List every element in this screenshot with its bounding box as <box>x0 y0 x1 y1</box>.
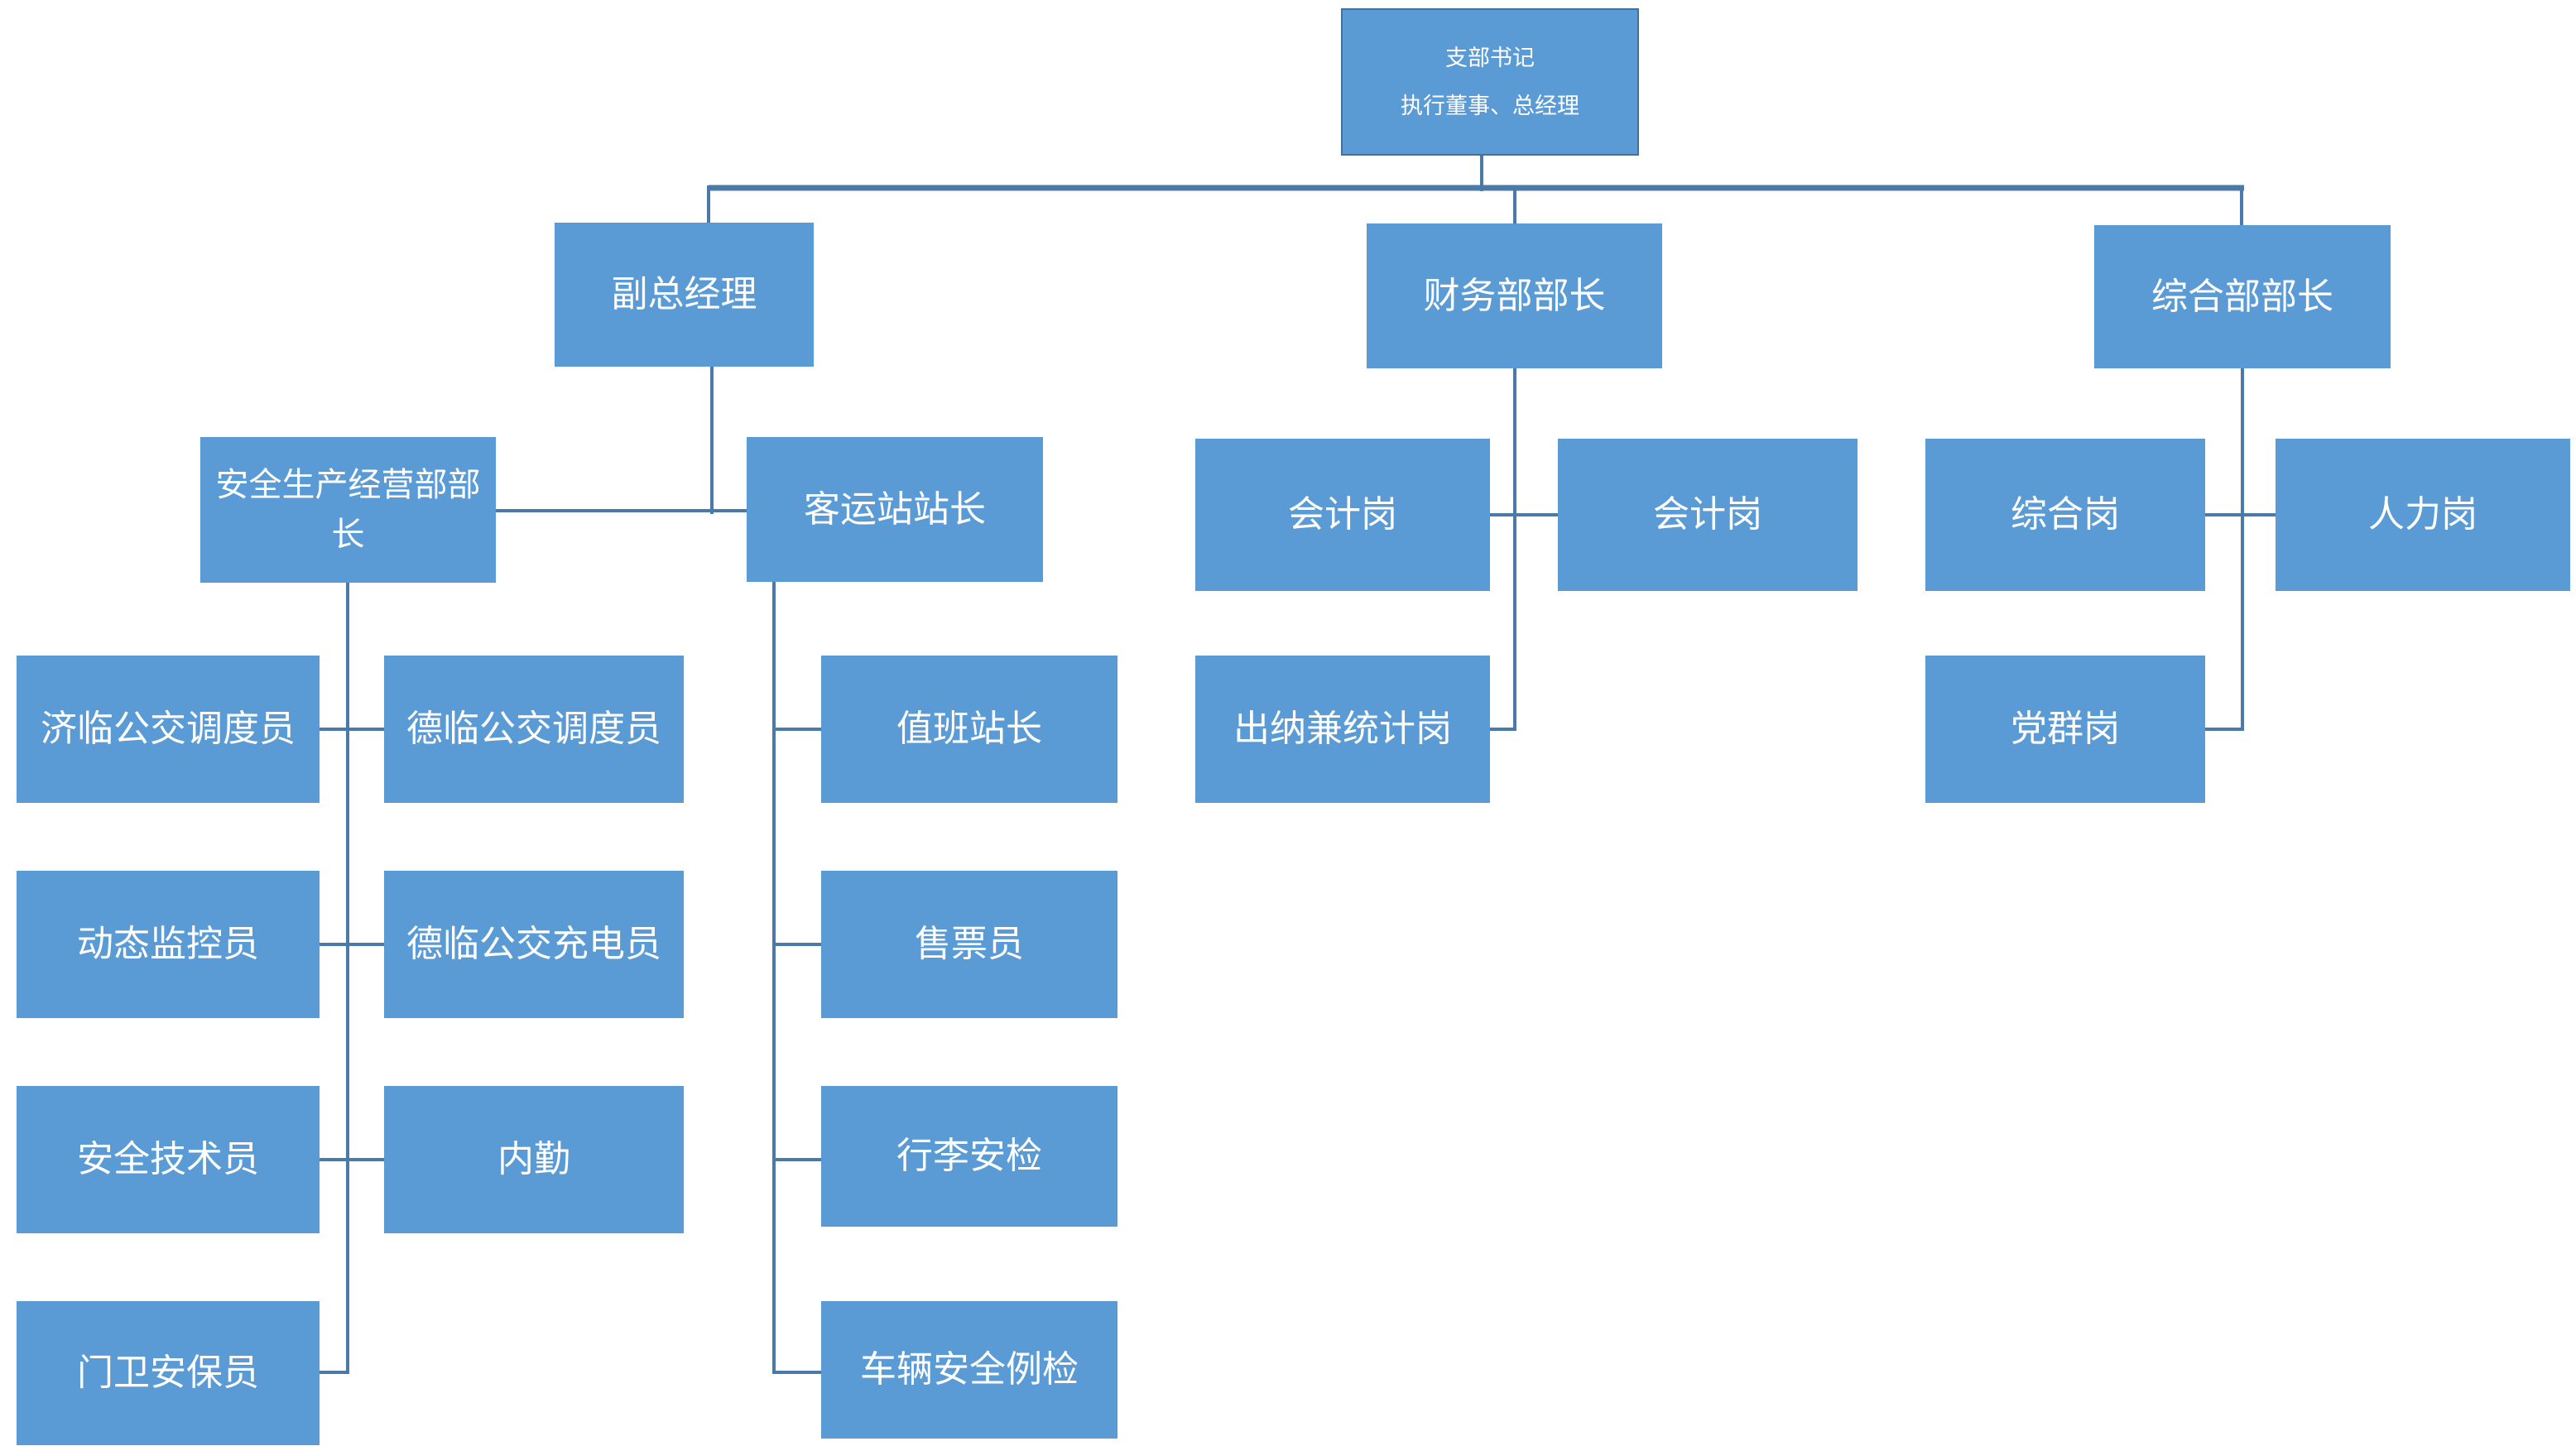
org-node-vehicle-safety-inspection: 车辆安全例检 <box>821 1301 1117 1439</box>
org-node-cashier-statistics-post: 出纳兼统计岗 <box>1195 656 1490 803</box>
org-node-label: 长 <box>331 516 365 553</box>
org-node-safety-production-dept-head: 安全生产经营部部长 <box>200 437 496 583</box>
org-node-label: 综合部部长 <box>2151 276 2333 317</box>
org-node-delin-bus-dispatcher: 德临公交调度员 <box>384 656 684 803</box>
org-node-label: 车辆安全例检 <box>860 1349 1079 1390</box>
org-node-label: 德临公交充电员 <box>406 924 661 964</box>
org-node-baggage-security-check: 行李安检 <box>821 1086 1117 1227</box>
org-node-dynamic-monitor: 动态监控员 <box>17 871 320 1018</box>
org-node-jilin-bus-dispatcher: 济临公交调度员 <box>17 656 320 803</box>
org-node-label: 内勤 <box>497 1139 570 1179</box>
org-node-label: 值班站长 <box>896 709 1042 749</box>
org-node-finance-dept-head: 财务部部长 <box>1367 223 1662 368</box>
org-node-branch-secretary-gm: 支部书记执行董事、总经理 <box>1341 8 1639 156</box>
org-node-label: 动态监控员 <box>77 924 259 964</box>
org-node-safety-technician: 安全技术员 <box>17 1086 320 1233</box>
org-node-label: 门卫安保员 <box>77 1352 259 1393</box>
org-node-accountant-post-2: 会计岗 <box>1558 439 1858 591</box>
org-node-label: 济临公交调度员 <box>41 709 296 749</box>
org-node-party-mass-post: 党群岗 <box>1925 656 2205 803</box>
org-node-label: 财务部部长 <box>1423 275 1606 316</box>
org-node-ticket-seller: 售票员 <box>821 871 1117 1018</box>
org-node-label: 人力岗 <box>2368 494 2477 535</box>
org-node-general-affairs-post: 综合岗 <box>1925 439 2205 591</box>
org-node-label: 安全技术员 <box>77 1139 259 1179</box>
org-node-label: 党群岗 <box>2011 709 2120 749</box>
org-node-label: 德临公交调度员 <box>406 709 661 749</box>
org-node-label: 会计岗 <box>1288 494 1397 535</box>
org-node-general-dept-head: 综合部部长 <box>2094 225 2391 368</box>
org-node-label: 副总经理 <box>611 274 757 315</box>
org-node-label: 售票员 <box>915 924 1024 964</box>
org-node-label: 支部书记 <box>1445 45 1535 70</box>
org-node-label: 执行董事、总经理 <box>1401 94 1579 118</box>
org-node-label: 综合岗 <box>2011 494 2120 535</box>
org-node-label: 客运站站长 <box>804 488 986 530</box>
org-node-label: 行李安检 <box>896 1136 1042 1176</box>
org-node-deputy-general-manager: 副总经理 <box>555 223 814 367</box>
org-node-passenger-station-master: 客运站站长 <box>747 437 1043 582</box>
org-node-gate-security-guard: 门卫安保员 <box>17 1301 320 1445</box>
org-node-accountant-post-1: 会计岗 <box>1195 439 1490 591</box>
org-node-internal-clerk: 内勤 <box>384 1086 684 1233</box>
org-node-label: 出纳兼统计岗 <box>1233 709 1452 749</box>
org-node-label: 会计岗 <box>1653 494 1762 535</box>
org-node-duty-station-master: 值班站长 <box>821 656 1117 803</box>
org-node-hr-post: 人力岗 <box>2276 439 2570 591</box>
org-node-label: 安全生产经营部部 <box>215 467 481 503</box>
org-node-delin-bus-charger: 德临公交充电员 <box>384 871 684 1018</box>
